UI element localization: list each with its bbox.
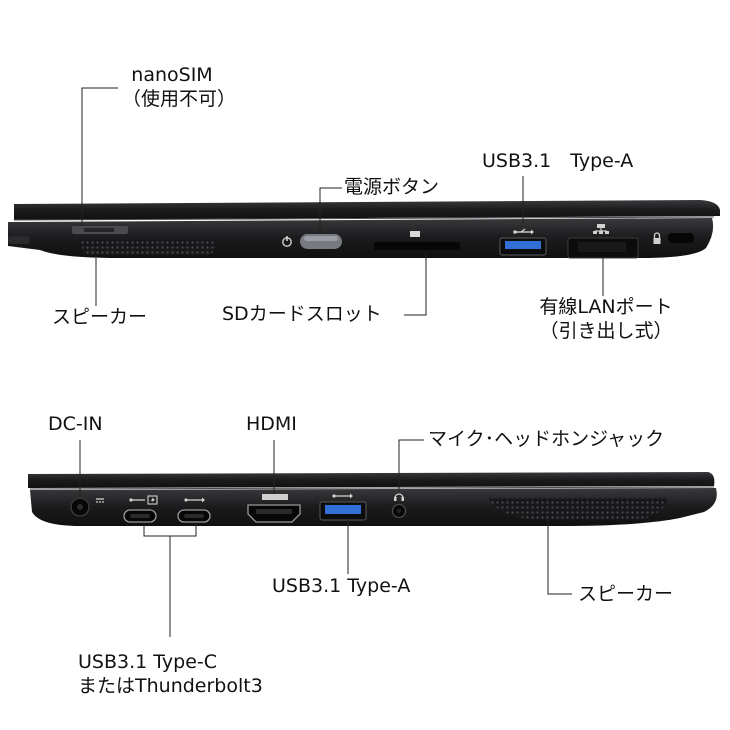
- top-laptop-lid: [14, 200, 720, 220]
- label-lan-port-sub: （引き出し式）: [539, 319, 673, 342]
- label-sd-slot: SDカードスロット: [222, 303, 382, 325]
- label-usb-a-top: USB3.1 Type-A: [482, 150, 634, 172]
- bottom-laptop-lid: [28, 472, 715, 488]
- leader-nanosim: [81, 87, 118, 226]
- label-lan-port: 有線LANポート （引き出し式）: [534, 296, 678, 344]
- leader-lines: [79, 87, 604, 637]
- label-power-button: 電源ボタン: [344, 176, 440, 198]
- lan-icon: [593, 224, 609, 234]
- top-speaker-grille: [80, 240, 216, 255]
- leader-audio: [398, 439, 424, 490]
- top-laptop-side: [8, 200, 720, 259]
- label-nanosim: nanoSIM （使用不可）: [122, 64, 237, 112]
- leader-speaker-bottom: [547, 520, 572, 595]
- label-nanosim-title: nanoSIM: [131, 64, 213, 86]
- sd-card-icon: [410, 231, 420, 237]
- label-dc-in: DC-IN: [48, 413, 103, 435]
- security-slot: [668, 233, 694, 243]
- power-icon: [282, 236, 292, 247]
- label-usb-c: USB3.1 Type-C またはThunderbolt3: [78, 651, 263, 699]
- sd-card-slot: [374, 242, 460, 250]
- label-speaker-bottom: スピーカー: [578, 583, 674, 605]
- usb-icon-3: [332, 493, 353, 499]
- usb-icon-2: [184, 497, 205, 503]
- lock-icon: [653, 232, 661, 244]
- label-hdmi: HDMI: [246, 413, 297, 435]
- bottom-speaker-grille: [488, 498, 668, 520]
- label-usb-c-sub: またはThunderbolt3: [78, 674, 263, 697]
- label-lan-port-title: 有線LANポート: [539, 296, 673, 318]
- label-speaker-top: スピーカー: [52, 306, 148, 328]
- hdmi-icon: [262, 494, 288, 500]
- label-usb-c-title: USB3.1 Type-C: [78, 651, 218, 673]
- leader-sd: [404, 252, 427, 316]
- leader-power: [319, 187, 342, 234]
- headset-icon: [394, 493, 404, 501]
- label-usb-a-bottom: USB3.1 Type-A: [272, 575, 411, 597]
- usb-icon: [513, 228, 534, 235]
- label-audio-jack: マイク･ヘッドホンジャック: [428, 428, 665, 450]
- usb-thunderbolt-icon: [129, 495, 158, 505]
- label-nanosim-sub: （使用不可）: [122, 87, 237, 110]
- dc-icon: [96, 498, 104, 503]
- bottom-laptop-side: [28, 472, 717, 526]
